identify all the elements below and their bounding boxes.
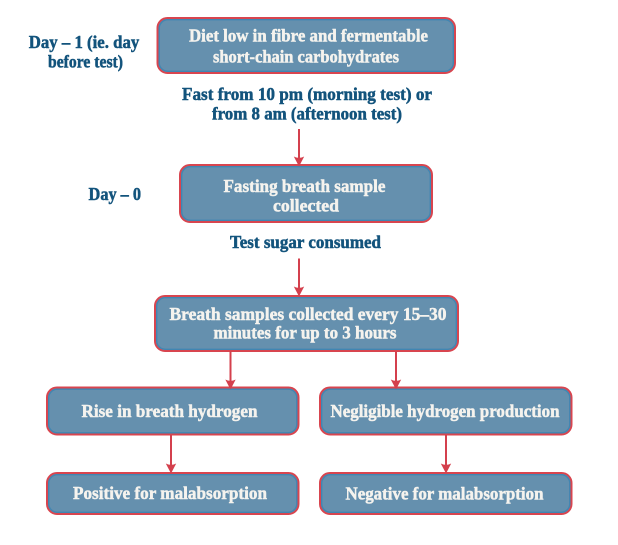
svg-text:Day – 1 (ie. day: Day – 1 (ie. day <box>29 32 140 53</box>
svg-text:Negative for malabsorption: Negative for malabsorption <box>346 484 544 504</box>
svg-text:minutes for up to 3 hours: minutes for up to 3 hours <box>214 323 397 343</box>
svg-text:Day – 0: Day – 0 <box>89 184 142 204</box>
svg-text:Fasting breath sample: Fasting breath sample <box>224 176 386 196</box>
svg-text:Test sugar consumed: Test sugar consumed <box>230 232 381 252</box>
svg-text:Fast from 10 pm (morning test): Fast from 10 pm (morning test) or <box>182 84 432 105</box>
svg-text:Positive for malabsorption: Positive for malabsorption <box>73 483 267 503</box>
svg-text:Breath samples collected every: Breath samples collected every 15–30 <box>170 304 447 324</box>
svg-text:Diet low in fibre and fermenta: Diet low in fibre and fermentable <box>189 26 428 46</box>
svg-text:from 8 am (afternoon test): from 8 am (afternoon test) <box>212 104 402 125</box>
svg-text:Negligible hydrogen production: Negligible hydrogen production <box>331 401 560 421</box>
svg-text:before test): before test) <box>48 52 123 73</box>
svg-text:short-chain carbohydrates: short-chain carbohydrates <box>213 47 399 67</box>
svg-text:Rise in breath hydrogen: Rise in breath hydrogen <box>82 401 258 421</box>
svg-text:collected: collected <box>273 196 339 216</box>
